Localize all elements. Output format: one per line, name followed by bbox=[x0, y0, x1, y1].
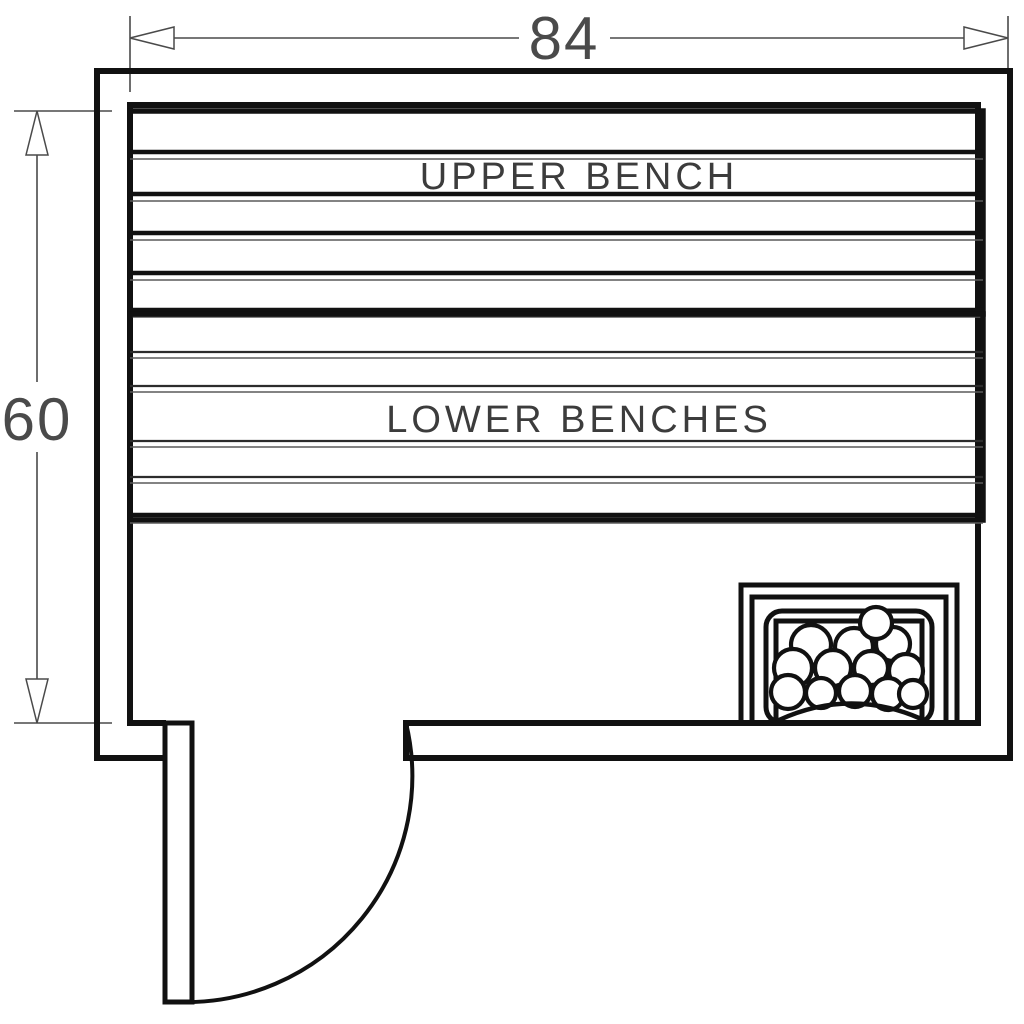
door-panel[interactable] bbox=[162, 720, 195, 1005]
dim-value-height: 60 bbox=[2, 386, 73, 453]
wall-left-outer bbox=[94, 68, 166, 761]
heater-rock bbox=[768, 672, 808, 712]
dimension-height-60: 60 bbox=[2, 110, 112, 724]
lower-bench-slats bbox=[130, 350, 983, 524]
dim-arrowhead-top-left bbox=[25, 110, 49, 156]
heater-rock bbox=[857, 604, 895, 642]
wall-left-inner bbox=[127, 102, 166, 726]
dim-arrowhead-right-top bbox=[963, 26, 1009, 50]
dim-arrowhead-left-top bbox=[129, 26, 175, 50]
upper-bench: UPPER BENCH bbox=[127, 108, 986, 318]
heater-base-arc bbox=[776, 701, 922, 723]
dim-value-width: 84 bbox=[529, 5, 600, 72]
sauna-heater bbox=[738, 582, 960, 726]
upper-bench-label: UPPER BENCH bbox=[420, 156, 739, 198]
heater-rock bbox=[896, 677, 930, 711]
lower-benches-label: LOWER BENCHES bbox=[386, 399, 772, 441]
dimension-width-84: 84 bbox=[129, 5, 1009, 92]
lower-benches: LOWER BENCHES bbox=[127, 311, 986, 524]
lower-bench-outline bbox=[127, 311, 986, 523]
upper-bench-outline bbox=[127, 108, 986, 317]
wall-outer bbox=[94, 68, 1013, 761]
door-swing-arc bbox=[179, 722, 415, 1005]
heater-rocks bbox=[768, 604, 930, 713]
upper-bench-slats bbox=[130, 149, 983, 318]
entry-door bbox=[162, 720, 415, 1005]
dim-arrowhead-bottom-left bbox=[25, 678, 49, 724]
